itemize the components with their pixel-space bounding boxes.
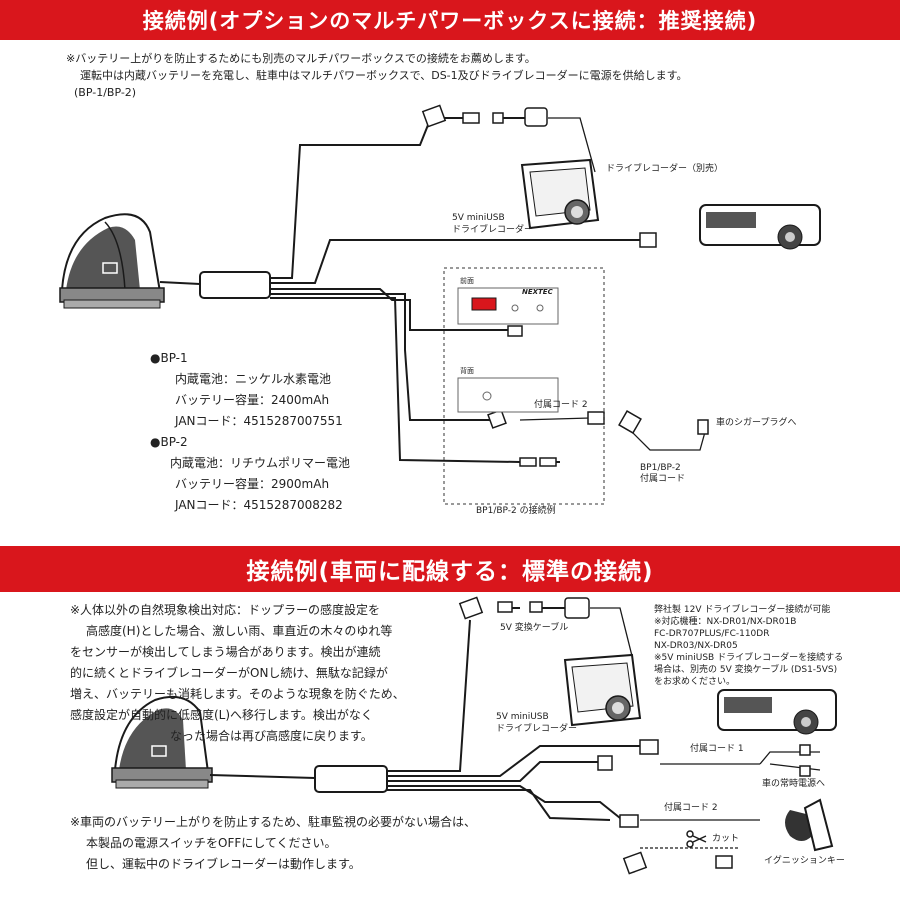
section2-title-banner: 接続例(車両に配線する：標準の接続) xyxy=(0,546,900,592)
miniusb-label-2a: 5V miniUSB xyxy=(496,712,549,722)
doppler-note-2: 高感度(H)とした場合、激しい雨、車直近の木々のゆれ等 xyxy=(86,624,393,638)
miniusb-label-1b: ドライブレコーダー xyxy=(452,225,534,235)
drive-recorder-2 xyxy=(563,653,642,727)
bp-cord-label-b: 付属コード xyxy=(640,474,686,484)
section1-note-1: ※バッテリー上がりを防止するためにも別売のマルチパワーボックスでの接続をお薦めし… xyxy=(66,52,536,65)
battery-note-1: ※車両のバッテリー上がりを防止するため、駐車監視の必要がない場合は、 xyxy=(70,815,477,829)
bp1-battery: 内蔵電池：ニッケル水素電池 xyxy=(175,372,332,386)
junction-box-1 xyxy=(199,271,271,299)
compat-note-5: ※5V miniUSB ドライブレコーダーを接続する xyxy=(654,653,844,663)
bp1-name: ●BP-1 xyxy=(150,351,188,365)
section1-title-banner: 接続例(オプションのマルチパワーボックスに接続：推奨接続) xyxy=(0,0,900,40)
constant-power-label: 車の常時電源へ xyxy=(762,779,826,789)
battery-note-3: 但し、運転中のドライブレコーダーは動作します。 xyxy=(86,857,361,871)
bp2-name: ●BP-2 xyxy=(150,435,188,449)
accessory-cord-1-label: 付属コード 1 xyxy=(690,744,744,754)
compat-note-6: 場合は、別売の 5V 変換ケーブル (DS1-5VS) xyxy=(654,665,838,675)
conversion-cable-label: 5V 変換ケーブル xyxy=(500,623,569,633)
bp1-jan: JANコード：4515287007551 xyxy=(175,414,343,428)
brand-label: NEXTEC xyxy=(522,288,553,296)
drive-recorder-sold-separately-label: ドライブレコーダー（別売） xyxy=(606,164,724,174)
accessory-cord-2-label-s1: 付属コード 2 xyxy=(534,400,588,410)
bp-back-panel xyxy=(457,377,559,413)
doppler-note-1: ※人体以外の自然現象検出対応：ドップラーの感度設定を xyxy=(70,603,381,617)
ds1-sensor-unit-2 xyxy=(111,696,213,789)
cut-label: カット xyxy=(712,834,740,844)
compat-note-2: ※対応機種：NX-DR01/NX-DR01B xyxy=(654,617,797,627)
compat-note-3: FC-DR707PLUS/FC-110DR xyxy=(654,629,770,639)
ds1-main-unit-1 xyxy=(699,204,821,250)
bp2-capacity: バッテリー容量：2900mAh xyxy=(175,477,330,491)
section2-connectors xyxy=(458,596,811,875)
accessory-cord-2-label-s2: 付属コード 2 xyxy=(664,803,718,813)
doppler-note-7: なった場合は再び高感度に戻ります。 xyxy=(170,729,373,743)
bp2-battery: 内蔵電池：リチウムポリマー電池 xyxy=(170,456,351,470)
to-car-cigar-plug-label: 車のシガープラグへ xyxy=(716,418,797,428)
front-label: 前面 xyxy=(460,277,474,285)
compat-note-7: をお求めください。 xyxy=(654,677,736,687)
junction-box-2 xyxy=(314,765,388,793)
section2-wires xyxy=(387,607,821,849)
bp-connection-box xyxy=(443,267,605,505)
bp1-capacity: バッテリー容量：2400mAh xyxy=(175,393,330,407)
bp-cord-label-a: BP1/BP-2 xyxy=(640,463,681,473)
miniusb-label-2b: ドライブレコーダー xyxy=(496,724,578,734)
doppler-note-5: 増え、バッテリーも消耗します。そのような現象を防ぐため、 xyxy=(70,687,405,701)
section1-wires xyxy=(270,117,706,463)
bp-front-panel xyxy=(457,287,559,325)
section1-connectors xyxy=(421,104,709,467)
drive-recorder-1 xyxy=(520,158,600,230)
miniusb-label-1a: 5V miniUSB xyxy=(452,213,505,223)
compat-note-1: 弊社製 12V ドライブレコーダー接続が可能 xyxy=(654,605,831,615)
section1-note-3: (BP-1/BP-2) xyxy=(74,86,137,99)
section2-title: 接続例(車両に配線する：標準の接続) xyxy=(246,559,654,585)
doppler-note-3: をセンサーが検出してしまう場合があります。検出が連続 xyxy=(70,645,381,659)
ignition-key-label: イグニッションキー xyxy=(764,856,845,866)
compat-note-4: NX-DR03/NX-DR05 xyxy=(654,641,738,651)
ds1-main-unit-2 xyxy=(717,689,837,735)
doppler-note-6: 感度設定が自動的に低感度(L)へ移行します。検出がなく xyxy=(70,708,373,722)
section1-title: 接続例(オプションのマルチパワーボックスに接続：推奨接続) xyxy=(142,9,758,33)
scissors-icon xyxy=(686,830,707,848)
back-label: 背面 xyxy=(460,367,474,375)
battery-note-2: 本製品の電源スイッチをOFFにしてください。 xyxy=(86,836,337,850)
section1-note-2: 運転中は内蔵バッテリーを充電し、駐車中はマルチパワーボックスで、DS-1及びドラ… xyxy=(80,69,688,82)
bp-connection-example-label: BP1/BP-2 の接続例 xyxy=(476,506,556,516)
ignition-key-icon xyxy=(785,798,834,852)
doppler-note-4: 的に続くとドライブレコーダーがONし続け、無駄な記録が xyxy=(70,666,388,680)
ds1-sensor-unit xyxy=(59,213,165,309)
bp2-jan: JANコード：4515287008282 xyxy=(175,498,343,512)
